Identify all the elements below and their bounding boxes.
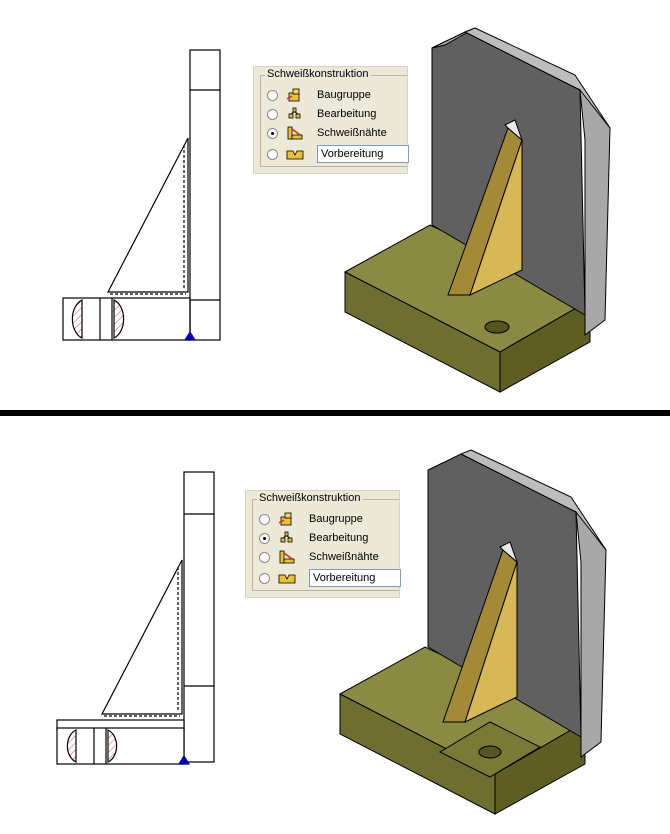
assembly-icon bbox=[286, 88, 304, 102]
base-plate-side bbox=[499, 299, 591, 393]
panel-divider bbox=[0, 410, 670, 416]
section-hatch-left bbox=[71, 299, 83, 339]
option-label-weld-beads: Schweißnähte bbox=[317, 127, 387, 139]
weld-mark bbox=[177, 754, 191, 765]
assembly-icon bbox=[278, 512, 296, 526]
gusset-outline bbox=[107, 137, 189, 293]
weld-bead-icon bbox=[278, 550, 296, 564]
machining-icon bbox=[286, 107, 304, 121]
radio-preparation[interactable] bbox=[267, 148, 278, 160]
bolt-hole bbox=[484, 320, 510, 334]
option-machining[interactable]: Bearbeitung bbox=[259, 529, 368, 547]
radio-preparation[interactable] bbox=[259, 572, 270, 584]
top-drawing bbox=[62, 27, 611, 393]
vertical-plate-section bbox=[183, 471, 215, 763]
option-label-weld-beads: Schweißnähte bbox=[309, 551, 379, 563]
gusset-outline bbox=[101, 559, 183, 715]
isometric-view-3d bbox=[343, 27, 611, 393]
group-legend: Schweißkonstruktion bbox=[257, 492, 363, 504]
wall-side bbox=[575, 510, 607, 758]
weld-bead-top bbox=[499, 541, 519, 564]
machining-icon bbox=[278, 531, 296, 545]
isometric-view-3d bbox=[338, 449, 607, 815]
option-machining[interactable]: Bearbeitung bbox=[267, 105, 376, 123]
bottom-panel-machining: Schweißkonstruktion Baugruppe Bearbeitun… bbox=[0, 422, 670, 834]
option-group: Schweißkonstruktion Baugruppe Bearbeitun… bbox=[252, 492, 401, 591]
option-assembly[interactable]: Baugruppe bbox=[259, 510, 363, 528]
bottom-drawing bbox=[56, 449, 607, 815]
section-view-2d bbox=[56, 471, 215, 765]
group-legend: Schweißkonstruktion bbox=[265, 68, 371, 80]
radio-machining[interactable] bbox=[267, 108, 278, 120]
vertical-plate-section bbox=[189, 49, 221, 341]
weld-bead-top bbox=[504, 119, 524, 142]
option-label-machining: Bearbeitung bbox=[309, 532, 369, 544]
option-weld-beads[interactable]: Schweißnähte bbox=[267, 124, 387, 142]
option-label-assembly: Baugruppe bbox=[309, 513, 363, 525]
preparation-dropdown[interactable]: Vorbereitung bbox=[309, 569, 401, 587]
preparation-dropdown[interactable]: Vorbereitung bbox=[317, 145, 409, 163]
preparation-icon bbox=[278, 571, 296, 585]
bolt-hole bbox=[478, 745, 502, 759]
option-label-assembly: Baugruppe bbox=[317, 89, 371, 101]
base-plate-section bbox=[62, 297, 191, 341]
option-weld-beads[interactable]: Schweißnähte bbox=[259, 548, 379, 566]
weldment-dialog: Schweißkonstruktion Baugruppe Bearbeitun… bbox=[245, 490, 401, 598]
radio-machining[interactable] bbox=[259, 532, 270, 544]
base-plate-section bbox=[56, 727, 185, 765]
section-hatch-right bbox=[107, 729, 118, 763]
weld-bead-icon bbox=[286, 126, 304, 140]
option-preparation[interactable]: Vorbereitung bbox=[259, 569, 401, 587]
preparation-icon bbox=[286, 147, 304, 161]
radio-weld-beads[interactable] bbox=[267, 127, 278, 139]
section-view-2d bbox=[62, 49, 221, 341]
top-panel-weld-beads: Schweißkonstruktion Baugruppe Bearbeitun… bbox=[0, 0, 670, 410]
option-assembly[interactable]: Baugruppe bbox=[267, 86, 371, 104]
radio-assembly[interactable] bbox=[267, 89, 278, 101]
radio-assembly[interactable] bbox=[259, 513, 270, 525]
radio-weld-beads[interactable] bbox=[259, 551, 270, 563]
option-label-machining: Bearbeitung bbox=[317, 108, 377, 120]
wall-side bbox=[579, 88, 611, 336]
section-hatch-left bbox=[66, 729, 77, 763]
weldment-dialog: Schweißkonstruktion Baugruppe Bearbeitun… bbox=[253, 66, 409, 174]
gusset-light-face bbox=[469, 139, 523, 296]
gusset-light-face bbox=[464, 561, 518, 723]
option-preparation[interactable]: Vorbereitung bbox=[267, 145, 409, 163]
section-hatch-right bbox=[113, 299, 125, 339]
option-group: Schweißkonstruktion Baugruppe Bearbeitun… bbox=[260, 68, 409, 167]
base-plate-side bbox=[494, 721, 586, 815]
weld-mark bbox=[183, 330, 197, 341]
